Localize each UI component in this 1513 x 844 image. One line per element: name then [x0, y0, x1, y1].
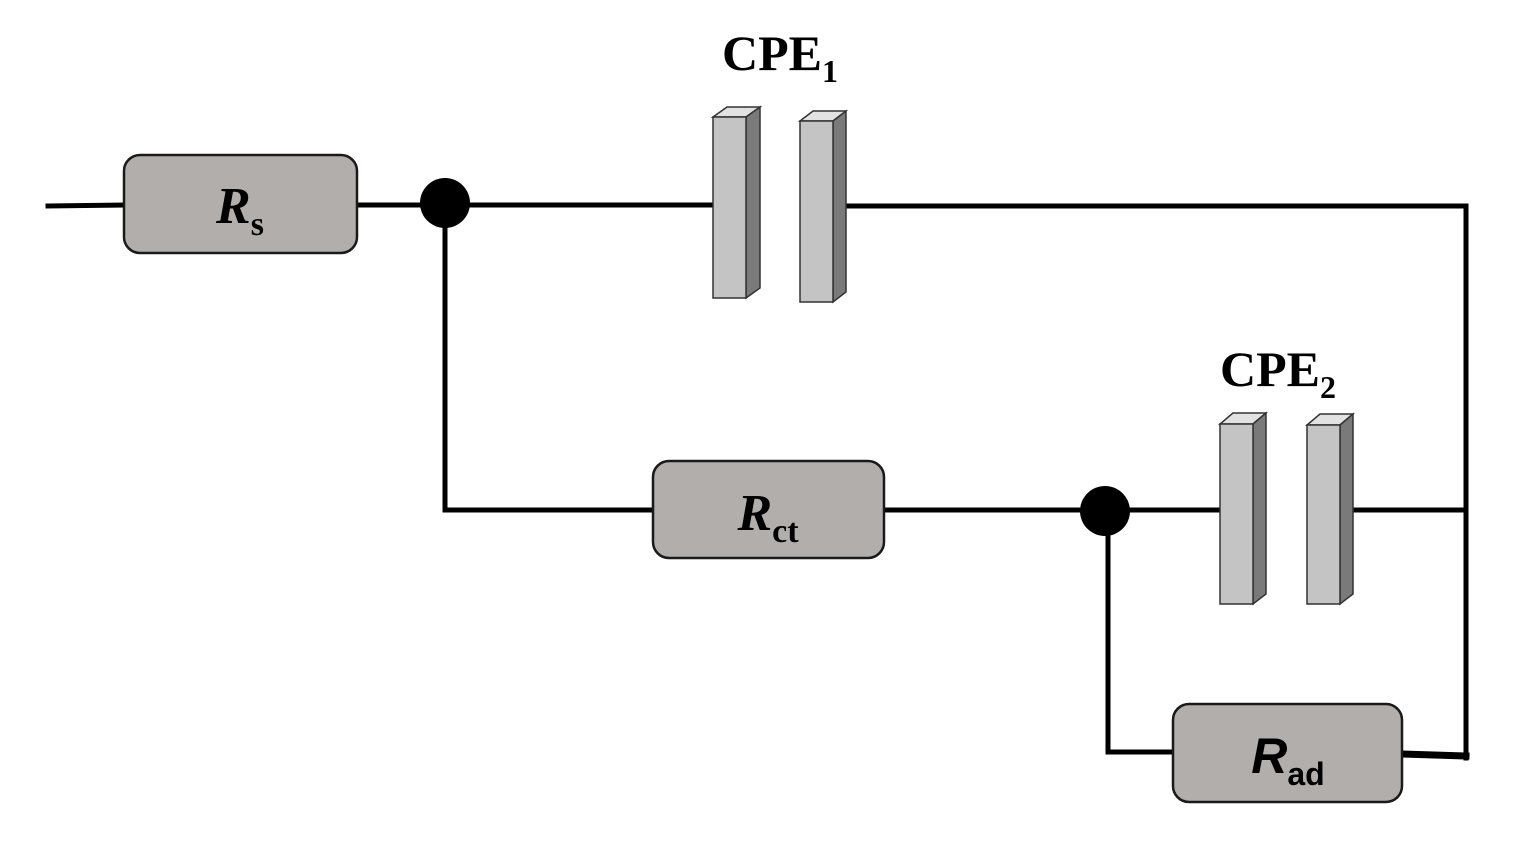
cpe2-plate-right-side [1339, 412, 1354, 606]
cpe1-plate-right [797, 109, 849, 304]
cpe2-symbol: CPE [1220, 341, 1320, 397]
resistor-rct-label: Rct [736, 485, 799, 550]
cpe1-plate-right-front [799, 120, 834, 303]
cpe2-label: CPE2 [1220, 341, 1336, 405]
resistor-rs-label: Rs [215, 178, 264, 243]
cpe1-subscript: 1 [822, 53, 838, 89]
resistor-rct-body [651, 459, 886, 560]
cpe1-plate-left [710, 105, 763, 300]
resistor-rad-subscript: ad [1287, 756, 1324, 792]
resistor-rad-symbol: R [1251, 728, 1287, 784]
resistor-rs-symbol: R [215, 178, 251, 235]
resistor-rs-subscript: s [251, 206, 264, 243]
resistor-rct: Rct [651, 459, 886, 560]
resistor-rs: Rs [122, 153, 359, 255]
cpe2-element: CPE2 [1217, 341, 1356, 606]
cpe1-plate-left-side [745, 105, 761, 300]
junction-node-2 [1080, 486, 1130, 536]
resistor-rct-subscript: ct [772, 513, 799, 550]
cpe2-plate-right-front [1306, 424, 1341, 605]
cpe2-plate-left-front [1219, 423, 1254, 605]
wire-input-lead [45, 202, 127, 209]
cpe1-element: CPE1 [710, 25, 849, 304]
wire-rad-to-right-rail [1398, 750, 1470, 760]
cpe1-plate-right-side [832, 109, 847, 304]
resistor-rct-symbol: R [736, 485, 772, 542]
cpe2-plate-left [1217, 411, 1269, 606]
cpe2-plate-right [1304, 412, 1356, 606]
junction-node-1 [420, 178, 470, 228]
cpe2-plate-left-side [1252, 411, 1267, 606]
wire-cpe1-to-right-rail [843, 203, 1469, 761]
cpe1-label: CPE1 [722, 25, 838, 89]
circuit-wires [45, 202, 1470, 761]
resistor-rad: Rad [1171, 702, 1404, 804]
resistor-rad-label: Rad [1251, 728, 1324, 792]
cpe1-symbol: CPE [722, 25, 822, 81]
cpe1-plate-left-front [712, 116, 747, 299]
cpe2-subscript: 2 [1320, 369, 1336, 405]
wire-node2-down-to-rad [1105, 507, 1176, 755]
resistor-rs-body [122, 153, 359, 255]
resistor-rad-body [1171, 702, 1404, 804]
wire-node1-down-to-rct [442, 202, 656, 513]
